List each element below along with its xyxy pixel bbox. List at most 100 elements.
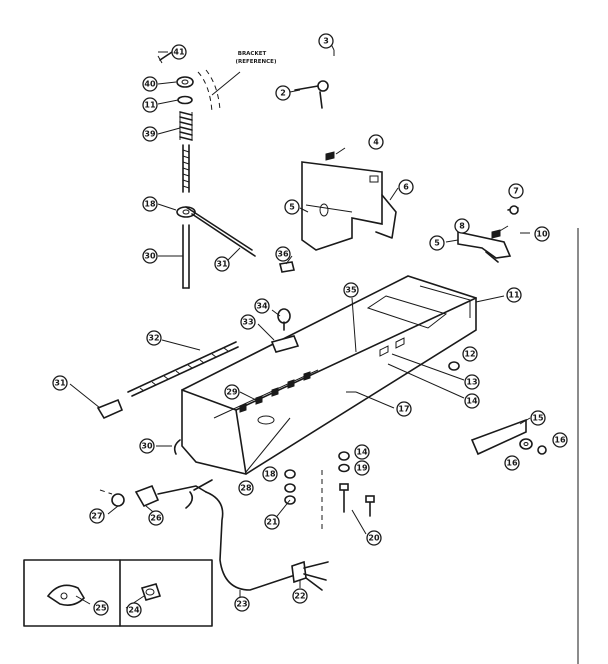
- svg-text:6: 6: [403, 183, 409, 192]
- svg-text:29: 29: [226, 388, 238, 397]
- callout-39: 39: [142, 126, 158, 142]
- svg-text:8: 8: [459, 222, 465, 231]
- svg-text:31: 31: [216, 260, 228, 269]
- svg-text:25: 25: [95, 604, 107, 613]
- svg-text:30: 30: [141, 442, 153, 451]
- svg-text:30: 30: [144, 252, 156, 261]
- trim-plate: [470, 418, 547, 456]
- callout-3: 3: [318, 33, 334, 49]
- svg-text:11: 11: [508, 291, 520, 300]
- svg-text:33: 33: [242, 318, 253, 327]
- callout-7: 7: [508, 183, 524, 199]
- callout-35: 35: [343, 282, 359, 298]
- svg-text:17: 17: [398, 405, 409, 414]
- callout-16a: 16: [552, 432, 568, 448]
- callout-13: 13: [464, 374, 480, 390]
- svg-text:32: 32: [148, 334, 159, 343]
- svg-text:18: 18: [144, 200, 156, 209]
- callout-29: 29: [224, 384, 240, 400]
- svg-text:13: 13: [466, 378, 477, 387]
- svg-text:16: 16: [506, 459, 518, 468]
- svg-text:11: 11: [144, 101, 156, 110]
- callout-28: 28: [238, 480, 254, 496]
- svg-text:27: 27: [91, 512, 102, 521]
- callout-20: 20: [366, 530, 382, 546]
- svg-text:36: 36: [277, 250, 289, 259]
- callout-24: 24: [126, 602, 142, 618]
- callout-15: 15: [530, 410, 546, 426]
- svg-text:18: 18: [264, 470, 276, 479]
- leader-lines: [69, 41, 531, 609]
- callout-34: 34: [254, 298, 270, 314]
- callout-32: 32: [146, 330, 162, 346]
- panel-end: [173, 439, 181, 455]
- selector-knob: [270, 308, 300, 353]
- callout-18b: 18: [262, 466, 278, 482]
- callout-8: 8: [454, 218, 470, 234]
- callout-16b: 16: [504, 455, 520, 471]
- callout-11a: 11: [142, 97, 158, 113]
- callout-22: 22: [292, 588, 308, 604]
- svg-text:5: 5: [289, 203, 295, 212]
- svg-text:19: 19: [356, 464, 368, 473]
- svg-text:15: 15: [532, 414, 544, 423]
- callout-19: 19: [354, 460, 370, 476]
- callout-5b: 5: [429, 235, 445, 251]
- svg-text:14: 14: [356, 448, 368, 457]
- callout-31b: 31: [52, 375, 68, 391]
- svg-text:34: 34: [256, 302, 268, 311]
- svg-text:20: 20: [368, 534, 380, 543]
- nut-part: [448, 361, 460, 371]
- svg-text:35: 35: [345, 286, 357, 295]
- toggle-part: [279, 261, 295, 273]
- mounting-bracket: [301, 147, 397, 251]
- pin-assembly: [294, 50, 335, 109]
- callout-bubbles: 41 40 11 39 18 30 31 3 2 4 5 6 36 7 8 10…: [52, 33, 568, 618]
- shaft-knob: [96, 398, 124, 420]
- callout-18a: 18: [142, 196, 158, 212]
- callout-23: 23: [234, 596, 250, 612]
- callout-41: 41: [171, 44, 187, 60]
- callout-5a: 5: [284, 199, 300, 215]
- callout-40: 40: [142, 76, 158, 92]
- control-shaft: [127, 341, 239, 397]
- svg-text:21: 21: [266, 518, 278, 527]
- rod-assembly: [157, 51, 256, 289]
- callout-6: 6: [398, 179, 414, 195]
- svg-text:31: 31: [54, 379, 66, 388]
- main-control-panel: [181, 275, 477, 530]
- svg-text:3: 3: [323, 37, 329, 46]
- callout-27: 27: [89, 508, 105, 524]
- callout-21: 21: [264, 514, 280, 530]
- svg-text:28: 28: [240, 484, 252, 493]
- callout-12: 12: [462, 346, 478, 362]
- callout-26: 26: [148, 510, 164, 526]
- fastener-group: [284, 451, 375, 517]
- svg-text:40: 40: [144, 80, 156, 89]
- svg-text:41: 41: [173, 48, 185, 57]
- callout-33: 33: [240, 314, 256, 330]
- svg-text:7: 7: [513, 187, 519, 196]
- svg-text:12: 12: [464, 350, 475, 359]
- svg-text:4: 4: [373, 138, 379, 147]
- callout-30: 30: [142, 248, 158, 264]
- svg-text:22: 22: [294, 592, 305, 601]
- svg-text:39: 39: [144, 130, 156, 139]
- callout-2: 2: [275, 85, 291, 101]
- spring: [179, 111, 193, 141]
- callout-30b: 30: [139, 438, 155, 454]
- callout-11b: 11: [506, 287, 522, 303]
- svg-text:10: 10: [536, 230, 548, 239]
- svg-text:16: 16: [554, 436, 566, 445]
- callout-31a: 31: [214, 256, 230, 272]
- wire-harness: [99, 479, 329, 591]
- bracket-note-line2: (REFERENCE): [236, 59, 277, 65]
- svg-text:5: 5: [434, 239, 440, 248]
- callout-17: 17: [396, 401, 412, 417]
- svg-text:14: 14: [466, 397, 478, 406]
- bracket-note-line1: BRACKET: [238, 51, 267, 57]
- callout-36: 36: [275, 246, 291, 262]
- latch-assembly: [457, 205, 530, 263]
- callout-10: 10: [534, 226, 550, 242]
